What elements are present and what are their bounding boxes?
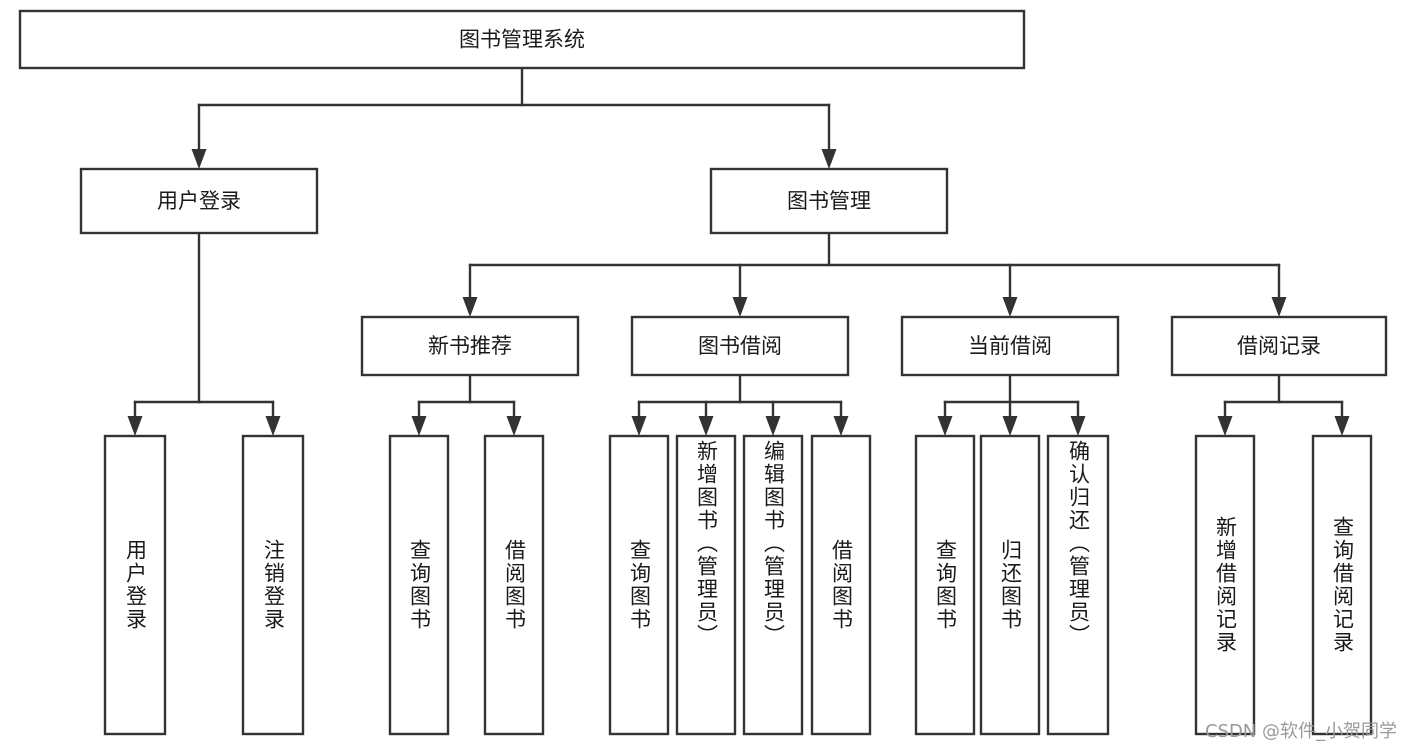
node-label-new-book-rec: 新书推荐 <box>428 334 512 358</box>
node-leaf-borrow-book-rec[interactable] <box>483 434 545 736</box>
node-leaf-return-book[interactable] <box>979 434 1041 736</box>
node-leaf-query-book-borrow[interactable] <box>608 434 670 736</box>
node-leaf-edit-book[interactable] <box>742 434 804 736</box>
node-leaf-borrow-book[interactable] <box>810 434 872 736</box>
connector-layer <box>127 66 1350 436</box>
node-current-borrow[interactable] <box>900 315 1120 377</box>
node-leaf-query-book-cur[interactable] <box>914 434 976 736</box>
node-borrow-record[interactable] <box>1170 315 1388 377</box>
node-book-borrow[interactable] <box>630 315 850 377</box>
node-leaf-query-book-rec[interactable] <box>388 434 450 736</box>
node-leaf-logout[interactable] <box>241 434 305 736</box>
node-label-borrow-record: 借阅记录 <box>1237 334 1321 358</box>
node-label-user-login: 用户登录 <box>157 189 241 213</box>
node-label-root: 图书管理系统 <box>459 28 585 52</box>
node-leaf-confirm-return[interactable] <box>1046 434 1110 736</box>
node-label-current-borrow: 当前借阅 <box>968 334 1052 358</box>
node-label-book-borrow: 图书借阅 <box>698 334 782 358</box>
node-leaf-query-record[interactable] <box>1311 434 1373 736</box>
node-user-login[interactable] <box>79 167 319 235</box>
node-leaf-add-book[interactable] <box>675 434 737 736</box>
node-root[interactable] <box>18 9 1026 70</box>
node-book-manage[interactable] <box>709 167 949 235</box>
node-new-book-rec[interactable] <box>360 315 580 377</box>
node-label-book-manage: 图书管理 <box>787 189 871 213</box>
watermark-text: CSDN @软件_小贺同学 <box>1204 721 1397 742</box>
node-leaf-user-login[interactable] <box>103 434 167 736</box>
node-leaf-add-record[interactable] <box>1194 434 1256 736</box>
